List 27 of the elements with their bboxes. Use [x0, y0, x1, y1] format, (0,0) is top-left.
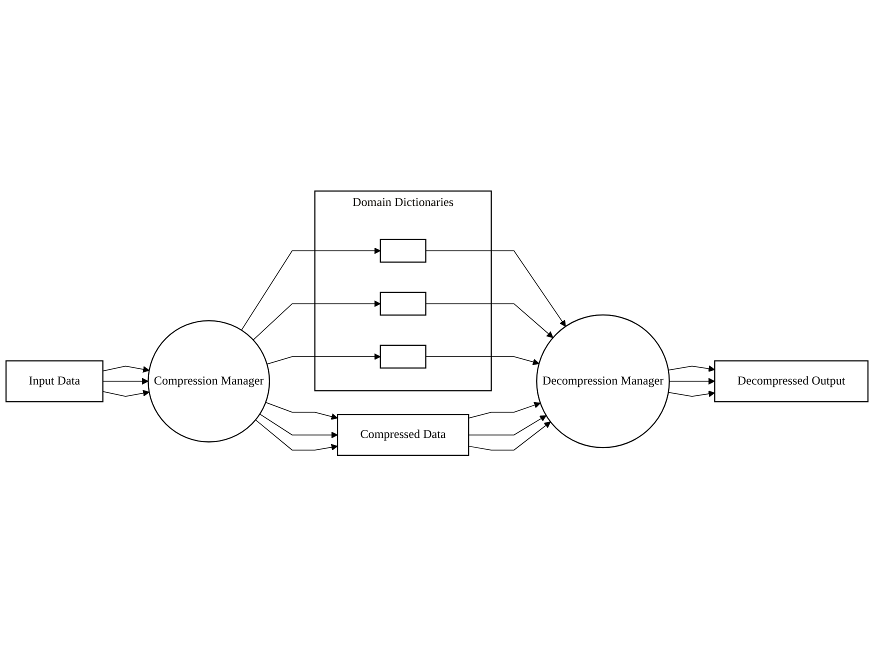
node-box	[380, 345, 426, 369]
node-box	[380, 292, 426, 316]
node-box	[380, 239, 426, 263]
arrow	[102, 378, 149, 385]
arrow	[425, 304, 554, 338]
arrow	[468, 416, 546, 436]
arrow	[425, 250, 566, 328]
arrow	[668, 366, 715, 372]
node-box: Input Data	[5, 360, 104, 403]
arrow	[259, 414, 338, 439]
arrow	[668, 378, 715, 385]
node-circle: Decompression Manager	[536, 314, 670, 448]
node-box: Compressed Data	[336, 414, 470, 456]
arrow	[241, 248, 381, 331]
cluster: Domain Dictionaries	[314, 190, 492, 392]
node-circle: Compression Manager	[148, 320, 270, 443]
arrow	[255, 420, 338, 451]
arrow	[102, 390, 150, 398]
arrow	[265, 402, 338, 420]
node-box: Decompressed Output	[714, 360, 869, 403]
arrow	[468, 422, 551, 451]
arrow	[468, 402, 541, 419]
arrow	[102, 366, 150, 373]
arrow	[425, 356, 540, 366]
arrow	[668, 390, 715, 398]
arrow	[252, 300, 381, 341]
arrow	[266, 354, 381, 365]
